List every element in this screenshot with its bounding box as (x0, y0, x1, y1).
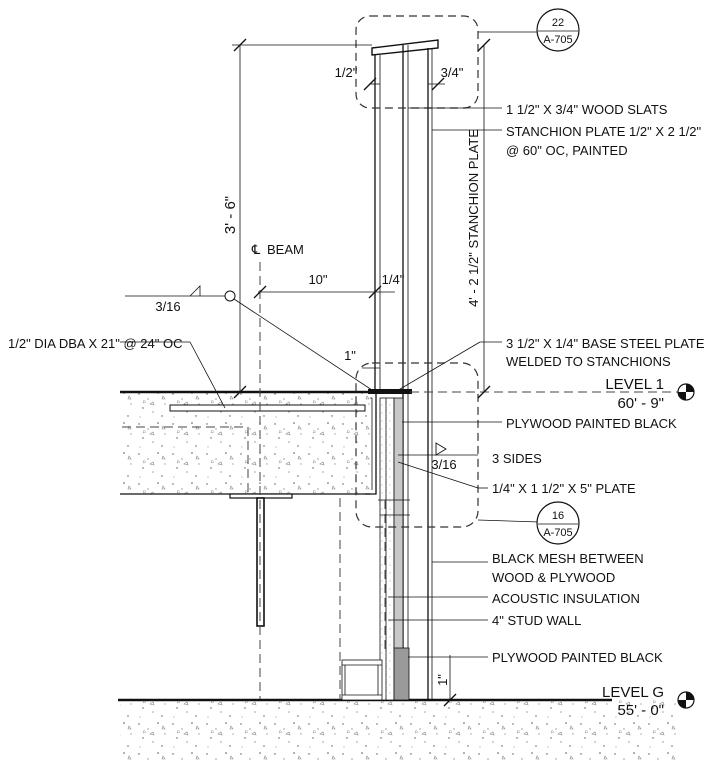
stanchion-assembly (368, 39, 439, 700)
quarter-inch-text: 1/4" (382, 272, 405, 287)
beam-offset-text: 10" (308, 272, 327, 287)
level-1-marker: LEVEL 1 60' - 9" (410, 376, 695, 412)
level-1-name: LEVEL 1 (605, 376, 664, 393)
beam-offset-dimension: 10" 1/4" (253, 272, 405, 299)
steel-beam (229, 493, 293, 627)
ground-slab (118, 698, 680, 760)
note-stanchion-plate-1: STANCHION PLATE 1/2" X 2 1/2" (506, 124, 702, 139)
callout-top-number: 22 (552, 17, 564, 29)
bottom-one-inch-text: 1" (435, 674, 450, 686)
note-mesh-2: WOOD & PLYWOOD (492, 570, 615, 585)
weld-right-size: 3/16 (431, 457, 456, 472)
half-inch-text: 1/2" (335, 65, 358, 80)
weld-symbol-right: 3/16 3 SIDES (398, 442, 542, 472)
weld-symbol-left: 3/16 (125, 285, 373, 391)
stanchion-dimension-text: 4' - 2 1/2" STANCHION PLATE (466, 129, 481, 307)
level-g-marker: LEVEL G 55' - 0" (602, 684, 695, 719)
callout-mid: 16 A-705 (477, 501, 580, 545)
top-small-dimensions: 1/2" 3/4" (335, 65, 464, 91)
detail-region-top (355, 15, 479, 109)
stanchion-dimension: 4' - 2 1/2" STANCHION PLATE (466, 38, 491, 399)
note-dba: 1/2" DIA DBA X 21" @ 24" OC (8, 336, 182, 351)
note-base-plate-2: WELDED TO STANCHIONS (506, 354, 671, 369)
wall-buildup (341, 397, 410, 701)
callout-mid-sheet: A-705 (543, 527, 572, 539)
note-plywood-2: PLYWOOD PAINTED BLACK (492, 650, 663, 665)
note-base-plate-1: 3 1/2" X 1/4" BASE STEEL PLATE (506, 336, 705, 351)
note-stanchion-plate-2: @ 60" OC, PAINTED (506, 143, 628, 158)
note-mesh-1: BLACK MESH BETWEEN (492, 551, 644, 566)
centerline-symbol: ℄ (251, 242, 261, 257)
note-leaders (120, 107, 502, 658)
height-dimension: 3' - 6" (222, 38, 372, 399)
note-plate-small: 1/4" X 1 1/2" X 5" PLATE (492, 481, 636, 496)
base-one-inch-dimension: 1" (344, 348, 380, 369)
level-g-elevation: 55' - 0" (617, 702, 664, 719)
beam-label: BEAM (267, 242, 304, 257)
base-one-inch-text: 1" (344, 348, 356, 363)
callout-mid-number: 16 (552, 510, 564, 522)
weld-left-size: 3/16 (155, 299, 180, 314)
callout-top: 22 A-705 (478, 8, 580, 52)
note-wood-slats: 1 1/2" X 3/4" WOOD SLATS (506, 102, 668, 117)
callout-top-sheet: A-705 (543, 34, 572, 46)
level-1-elevation: 60' - 9" (617, 395, 664, 412)
note-plywood-1: PLYWOOD PAINTED BLACK (506, 416, 677, 431)
detail-region-mid (355, 362, 479, 528)
height-dimension-text: 3' - 6" (222, 196, 239, 234)
level-g-name: LEVEL G (602, 684, 664, 701)
note-acoustic: ACOUSTIC INSULATION (492, 591, 640, 606)
weld-right-note: 3 SIDES (492, 451, 542, 466)
note-stud-wall: 4" STUD WALL (492, 613, 581, 628)
bottom-one-inch-dimension: 1" (435, 655, 457, 707)
beam-label-group: ℄ BEAM (251, 242, 304, 257)
concrete-slab (120, 390, 375, 495)
three-quarter-inch-text: 3/4" (441, 65, 464, 80)
